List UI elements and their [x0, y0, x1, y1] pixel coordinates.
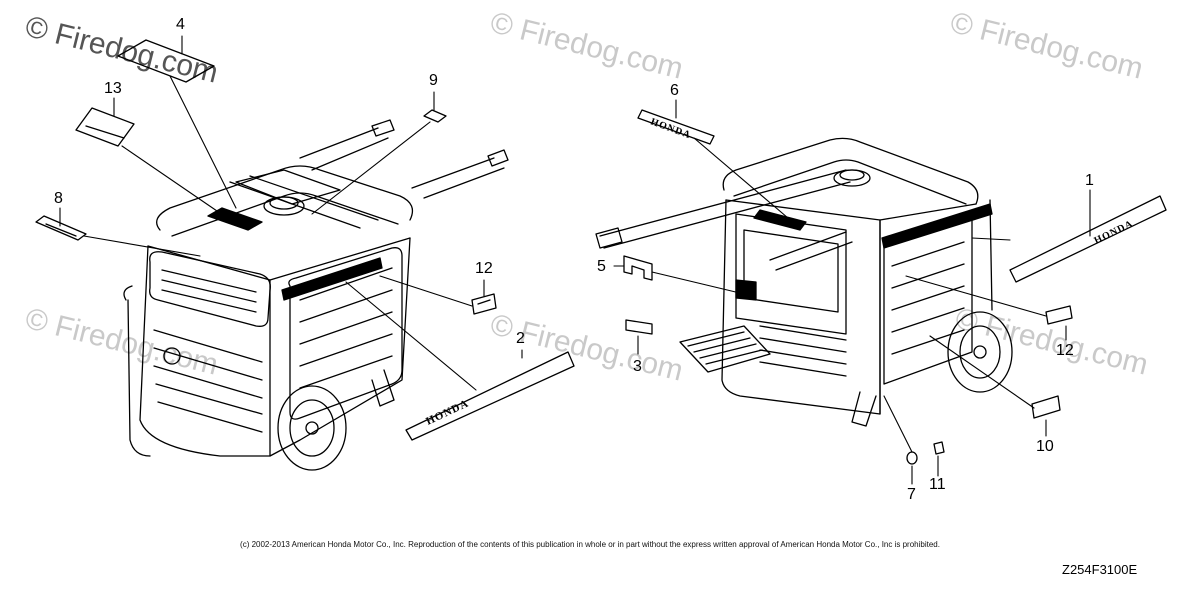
- part-9-label: [423, 109, 447, 123]
- callout-8: 8: [54, 190, 63, 207]
- callout-13: 13: [104, 80, 122, 97]
- callout-6: 6: [670, 82, 679, 99]
- callout-4: 4: [176, 16, 185, 33]
- part-5-bracket: [623, 255, 653, 281]
- callout-1: 1: [1085, 172, 1094, 189]
- part-3-label: [625, 319, 653, 335]
- brand-text-part-1: HONDA: [1092, 218, 1135, 246]
- leader-lines: [59, 35, 1091, 485]
- part-13-label: [75, 107, 135, 147]
- callout-12-left: 12: [475, 260, 493, 277]
- callout-12-right: 12: [1056, 342, 1074, 359]
- callout-3: 3: [633, 358, 642, 375]
- generator-left: [123, 119, 509, 471]
- callout-10: 10: [1036, 438, 1054, 455]
- callout-2: 2: [516, 330, 525, 347]
- callout-9: 9: [429, 72, 438, 89]
- copyright-notice: (c) 2002-2013 American Honda Motor Co., …: [240, 540, 940, 549]
- part-10-label: [1031, 395, 1061, 419]
- part-11-label: [933, 441, 945, 455]
- diagram-code: Z254F3100E: [1062, 562, 1138, 577]
- part-4-label: [117, 39, 215, 83]
- callout-5: 5: [597, 258, 606, 275]
- part-12-label-right: [1045, 305, 1073, 325]
- part-6-emblem: [637, 109, 715, 145]
- part-7-label: [906, 451, 918, 465]
- generator-right: [595, 137, 1013, 427]
- callout-7: 7: [907, 486, 916, 503]
- part-1-stripe: [1009, 195, 1167, 283]
- part-2-stripe: [405, 351, 575, 441]
- callout-11: 11: [929, 476, 946, 493]
- part-12-label-left: [471, 293, 497, 315]
- part-8-emblem: [35, 215, 87, 241]
